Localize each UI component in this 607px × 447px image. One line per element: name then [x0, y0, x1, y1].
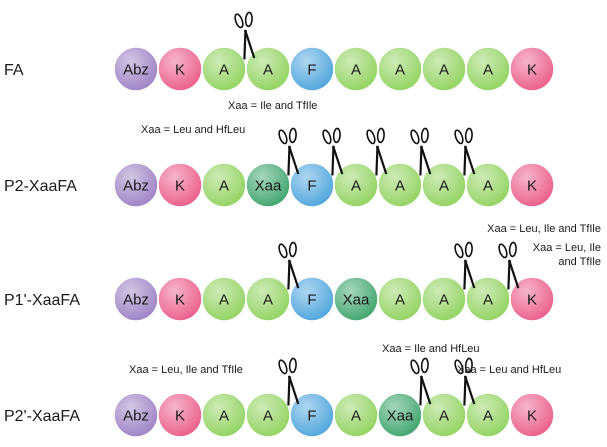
- residue-label: A: [395, 62, 405, 79]
- residue-label: K: [527, 178, 537, 195]
- residue-bead: A: [421, 276, 467, 322]
- residue-bead: A: [465, 162, 511, 208]
- cleavage-note: Xaa = Leu and HfLeu: [457, 364, 561, 376]
- residue-label: A: [439, 62, 449, 79]
- residue-bead: A: [245, 276, 291, 322]
- residue-bead: K: [509, 392, 555, 438]
- residue-label: A: [219, 62, 229, 79]
- residue-label: Abz: [123, 178, 149, 195]
- residue-label: A: [439, 408, 449, 425]
- residue-label: K: [527, 62, 537, 79]
- residue-label: A: [351, 62, 361, 79]
- residue-bead: A: [421, 392, 467, 438]
- residue-bead: Abz: [113, 46, 159, 92]
- cleavage-note: Xaa = Leu and HfLeu: [141, 124, 245, 136]
- row-label: FA: [4, 62, 24, 79]
- residue-bead: A: [333, 392, 379, 438]
- residue-bead: K: [509, 46, 555, 92]
- residue-label: A: [483, 292, 493, 309]
- peptide-row: P1'-XaaFA Abz K A A F Xaa A A A K Xaa = Leu, Ile an…: [4, 223, 601, 322]
- residue-label: A: [483, 408, 493, 425]
- residue-bead: Abz: [113, 276, 159, 322]
- residue-label: K: [527, 292, 537, 309]
- residue-label: K: [527, 408, 537, 425]
- residue-label: A: [351, 408, 361, 425]
- residue-label: F: [307, 292, 316, 309]
- residue-label: A: [219, 292, 229, 309]
- residue-bead: K: [509, 162, 555, 208]
- residue-label: F: [307, 408, 316, 425]
- row-label: P2-XaaFA: [4, 178, 77, 195]
- residue-bead: K: [509, 276, 555, 322]
- residue-label: Abz: [123, 408, 149, 425]
- residue-bead: Xaa: [377, 392, 423, 438]
- peptide-row: P2-XaaFA Abz K A Xaa F A A A A K Xaa = Ile and TfIl…: [4, 100, 555, 208]
- residue-label: K: [175, 408, 185, 425]
- residue-bead: K: [157, 46, 203, 92]
- residue-label: A: [263, 408, 273, 425]
- residue-bead: A: [421, 46, 467, 92]
- residue-bead: A: [245, 392, 291, 438]
- residue-label: F: [307, 178, 316, 195]
- residue-bead: A: [201, 276, 247, 322]
- residue-label: Xaa: [255, 178, 282, 195]
- residue-label: A: [263, 62, 273, 79]
- residue-bead: Xaa: [245, 162, 291, 208]
- residue-label: A: [351, 178, 361, 195]
- residue-label: Xaa: [343, 292, 370, 309]
- residue-label: K: [175, 62, 185, 79]
- residue-label: A: [483, 62, 493, 79]
- residue-label: A: [439, 178, 449, 195]
- residue-label: A: [219, 178, 229, 195]
- residue-bead: A: [201, 392, 247, 438]
- residue-bead: A: [201, 46, 247, 92]
- residue-bead: A: [377, 46, 423, 92]
- residue-label: F: [307, 62, 316, 79]
- row-label: P1'-XaaFA: [4, 292, 80, 309]
- residue-label: Abz: [123, 292, 149, 309]
- residue-bead: A: [201, 162, 247, 208]
- residue-bead: K: [157, 392, 203, 438]
- residue-label: Xaa: [387, 408, 414, 425]
- cleavage-note: Xaa = Ile and TfIle: [228, 100, 317, 112]
- residue-label: A: [219, 408, 229, 425]
- residue-label: K: [175, 178, 185, 195]
- residue-bead: A: [333, 46, 379, 92]
- residue-bead: K: [157, 162, 203, 208]
- residue-bead: F: [289, 46, 335, 92]
- peptide-row: P2'-XaaFA Abz K A A F A Xaa A A K Xaa = Ile and HfL…: [4, 343, 561, 438]
- residue-label: A: [395, 292, 405, 309]
- residue-label: A: [483, 178, 493, 195]
- residue-bead: A: [465, 46, 511, 92]
- cleavage-note: Xaa = Leu, Ile and TfIle: [487, 223, 601, 235]
- residue-label: A: [439, 292, 449, 309]
- residue-label: Abz: [123, 62, 149, 79]
- residue-label: A: [395, 178, 405, 195]
- cleavage-note: Xaa = Leu, Ile and TfIle: [129, 364, 243, 376]
- residue-bead: Abz: [113, 162, 159, 208]
- residue-bead: K: [157, 276, 203, 322]
- residue-bead: A: [465, 276, 511, 322]
- residue-bead: Xaa: [333, 276, 379, 322]
- row-label: P2'-XaaFA: [4, 408, 80, 425]
- residue-label: A: [263, 292, 273, 309]
- cleavage-note: Xaa = Ile and HfLeu: [382, 343, 480, 355]
- residue-label: K: [175, 292, 185, 309]
- residue-bead: Abz: [113, 392, 159, 438]
- residue-bead: A: [377, 276, 423, 322]
